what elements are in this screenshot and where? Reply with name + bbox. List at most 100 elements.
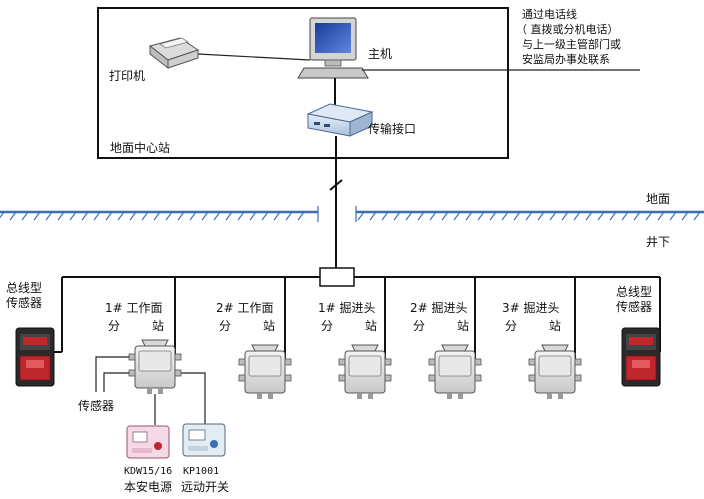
substation-2-icon [238, 344, 292, 400]
ground-hatch-mark [213, 211, 221, 221]
sensor-line-1 [95, 356, 129, 392]
station-3-label-1: 1# 掘进头 [318, 300, 376, 315]
underground-label: 井下 [646, 235, 670, 249]
ground-surface [0, 206, 704, 222]
ground-hatch-mark [465, 211, 473, 221]
ground-hatch-mark [273, 211, 281, 221]
ground-hatch-mark [585, 211, 593, 221]
station-4-label-2b: 站 [457, 319, 469, 333]
ground-hatch-mark [297, 211, 305, 221]
station-5-label-1: 3# 掘进头 [502, 300, 560, 315]
ground-hatch-mark [357, 211, 365, 221]
ground-hatch-mark [489, 211, 497, 221]
host-label: 主机 [368, 47, 392, 61]
remote-switch-icon [182, 423, 226, 457]
ground-hatch-mark [9, 211, 17, 221]
interface-label: 传输接口 [368, 121, 416, 136]
ground-hatch-mark [129, 211, 137, 221]
remote-switch-name: 远动开关 [181, 480, 229, 494]
ground-hatch-mark [573, 211, 581, 221]
ground-hatch-mark [105, 211, 113, 221]
remote-switch-model: KP1001 [183, 466, 219, 477]
ground-hatch-mark [177, 211, 185, 221]
station-2-label-2a: 分 [219, 319, 231, 333]
printer-host-link [197, 53, 311, 61]
station-3-label-2a: 分 [321, 319, 333, 333]
trunk-break-mark [329, 179, 343, 191]
ground-hatch-mark [657, 211, 665, 221]
ground-hatch-mark [201, 211, 209, 221]
ground-center-label: 地面中心站 [110, 140, 170, 155]
ground-hatch-mark [441, 211, 449, 221]
station-1-label-1: 1# 工作面 [105, 301, 163, 315]
phone-note-line-3: 与上一级主管部门或 [522, 37, 621, 51]
substation-1-icon [128, 339, 182, 395]
host-computer-icon [297, 17, 369, 79]
substation-3-icon [338, 344, 392, 400]
sensor-label: 传感器 [78, 398, 114, 413]
station-4-label-1: 2# 掘进头 [410, 300, 468, 315]
printer-icon [148, 37, 200, 70]
printer-label: 打印机 [109, 69, 145, 83]
substation-5-icon [528, 344, 582, 400]
bus-sensor-right-label-2: 传感器 [616, 299, 652, 314]
ground-hatching [0, 211, 701, 221]
ground-hatch-mark [525, 211, 533, 221]
sensor-line-2 [103, 372, 129, 392]
ground-hatch-mark [549, 211, 557, 221]
ground-hatch-mark [285, 211, 293, 221]
ground-center-box [97, 7, 509, 159]
ground-hatch-mark [621, 211, 629, 221]
ground-hatch-mark [57, 211, 65, 221]
station-1-label-2a: 分 [108, 319, 120, 333]
ground-hatch-mark [561, 211, 569, 221]
junction-box [319, 267, 355, 287]
ground-hatch-mark [33, 211, 41, 221]
ground-hatch-mark [501, 211, 509, 221]
ground-hatch-mark [117, 211, 125, 221]
ground-hatch-mark [381, 211, 389, 221]
power-supply-icon [126, 425, 170, 459]
station-3-label-2b: 站 [365, 319, 377, 333]
ground-hatch-mark [69, 211, 77, 221]
station-4-label-2a: 分 [413, 319, 425, 333]
ground-hatch-mark [189, 211, 197, 221]
transmission-interface-icon [306, 103, 374, 137]
ground-hatch-mark [477, 211, 485, 221]
ground-hatch-mark [645, 211, 653, 221]
bus-sensor-right-icon [621, 327, 661, 387]
ground-hatch-mark [81, 211, 89, 221]
ground-hatch-mark [453, 211, 461, 221]
phone-note-line-1: 通过电话线 [522, 7, 577, 21]
ground-hatch-mark [405, 211, 413, 221]
ground-hatch-mark [93, 211, 101, 221]
ground-hatch-mark [153, 211, 161, 221]
ground-hatch-mark [537, 211, 545, 221]
bus-sensor-left-label-1: 总线型 [6, 281, 42, 295]
station-5-label-2a: 分 [505, 319, 517, 333]
ground-label: 地面 [646, 192, 670, 206]
ground-hatch-mark [249, 211, 257, 221]
phone-note-line-2: （ 直拨或分机电话） [516, 22, 619, 36]
station-1-label-2b: 站 [152, 319, 164, 333]
power-supply-name: 本安电源 [124, 479, 172, 494]
ground-hatch-mark [609, 211, 617, 221]
bus-sensor-left-label-2: 传感器 [6, 295, 42, 310]
station-2-label-2b: 站 [263, 319, 275, 333]
substation-4-icon [428, 344, 482, 400]
bus-sensor-left-icon [15, 327, 55, 387]
ground-hatch-mark [429, 211, 437, 221]
ground-hatch-mark [261, 211, 269, 221]
ground-hatch-mark [369, 211, 377, 221]
ground-hatch-mark [633, 211, 641, 221]
power-supply-model: KDW15/16 [124, 466, 172, 477]
ground-hatch-mark [597, 211, 605, 221]
ground-hatch-mark [669, 211, 677, 221]
ground-hatch-mark [513, 211, 521, 221]
bus-sensor-right-label-1: 总线型 [616, 285, 652, 299]
ground-hatch-mark [417, 211, 425, 221]
ground-hatch-mark [681, 211, 689, 221]
ground-hatch-mark [237, 211, 245, 221]
ground-hatch-mark [225, 211, 233, 221]
